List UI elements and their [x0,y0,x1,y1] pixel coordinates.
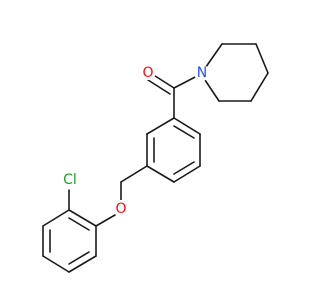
bond-c4-c5 [250,72,269,102]
bond-rb2-rb3 [68,255,97,273]
atom-label-chlorine: Cl [58,172,80,188]
bond-rb3-rb4 [42,255,70,273]
bond-rb-inner-1 [68,251,90,265]
ether-bond [95,214,116,227]
molecule-structure: O N O Cl [42,43,269,273]
bond-rb-inner-3 [68,217,90,231]
bond-ra-inner-1 [173,125,195,139]
piperidine-nitrogen-label: N [197,65,207,81]
carbonyl-oxygen-label: O [142,65,153,81]
atom-label-carbonyl-oxygen: O [140,64,156,81]
bond-o-rb [95,214,116,227]
chlorine-label: Cl [63,172,77,188]
bond-c3-c4 [255,43,269,74]
piperidine-ring [200,43,269,102]
atom-label-piperidine-nitrogen: N [194,65,210,81]
bond-ring-ch2 [120,165,148,183]
bond-ra3-ra4 [173,165,201,183]
benzene-ring-central [146,117,201,183]
atom-label-ether-oxygen: O [113,200,129,217]
bond-ra-inner-2 [173,161,195,175]
bond-ra1-ra2 [173,117,201,135]
bond-ra6-ra1 [146,117,175,135]
ether-oxygen-label: O [115,201,126,217]
benzene-ring-chlorophenyl [42,209,97,273]
bond-rb6-rb1 [68,209,97,227]
bond-ra4-ra5 [146,165,175,183]
bond-carbonyl-o-1 [151,73,175,89]
bond-carbonyl-o-2 [147,79,171,95]
methylene-linker [120,165,148,201]
amide-group [147,73,202,119]
bond-rb5-rb6 [42,209,70,227]
